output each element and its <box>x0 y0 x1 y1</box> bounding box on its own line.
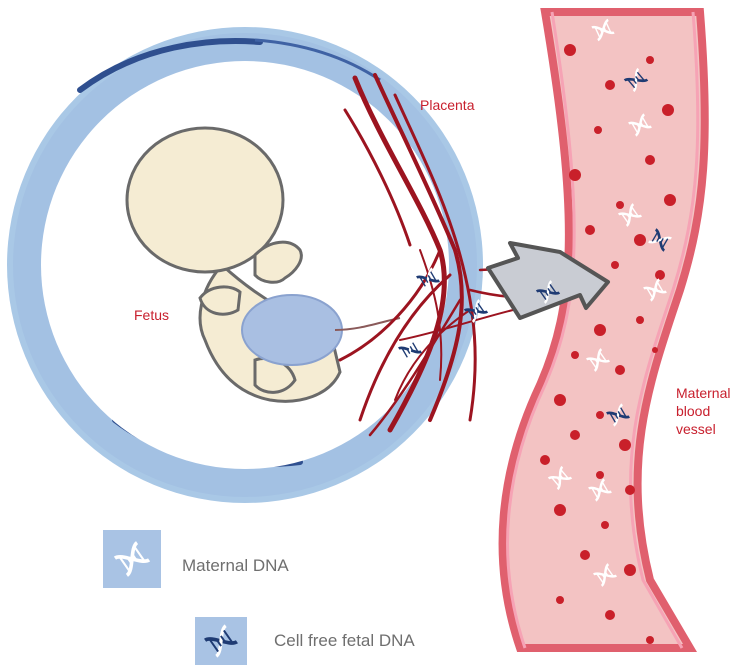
legend-maternal-dna-label: Maternal DNA <box>182 556 289 576</box>
legend-fetal-dna-icon <box>195 617 247 665</box>
legend-fetal-dna-label: Cell free fetal DNA <box>274 631 415 651</box>
maternal-blood-vessel-label: Maternal blood vessel <box>676 384 730 438</box>
fetus-label: Fetus <box>134 306 169 324</box>
uterus <box>7 27 483 503</box>
legend-maternal-dna-icon <box>103 530 161 588</box>
placenta-label: Placenta <box>420 96 474 114</box>
